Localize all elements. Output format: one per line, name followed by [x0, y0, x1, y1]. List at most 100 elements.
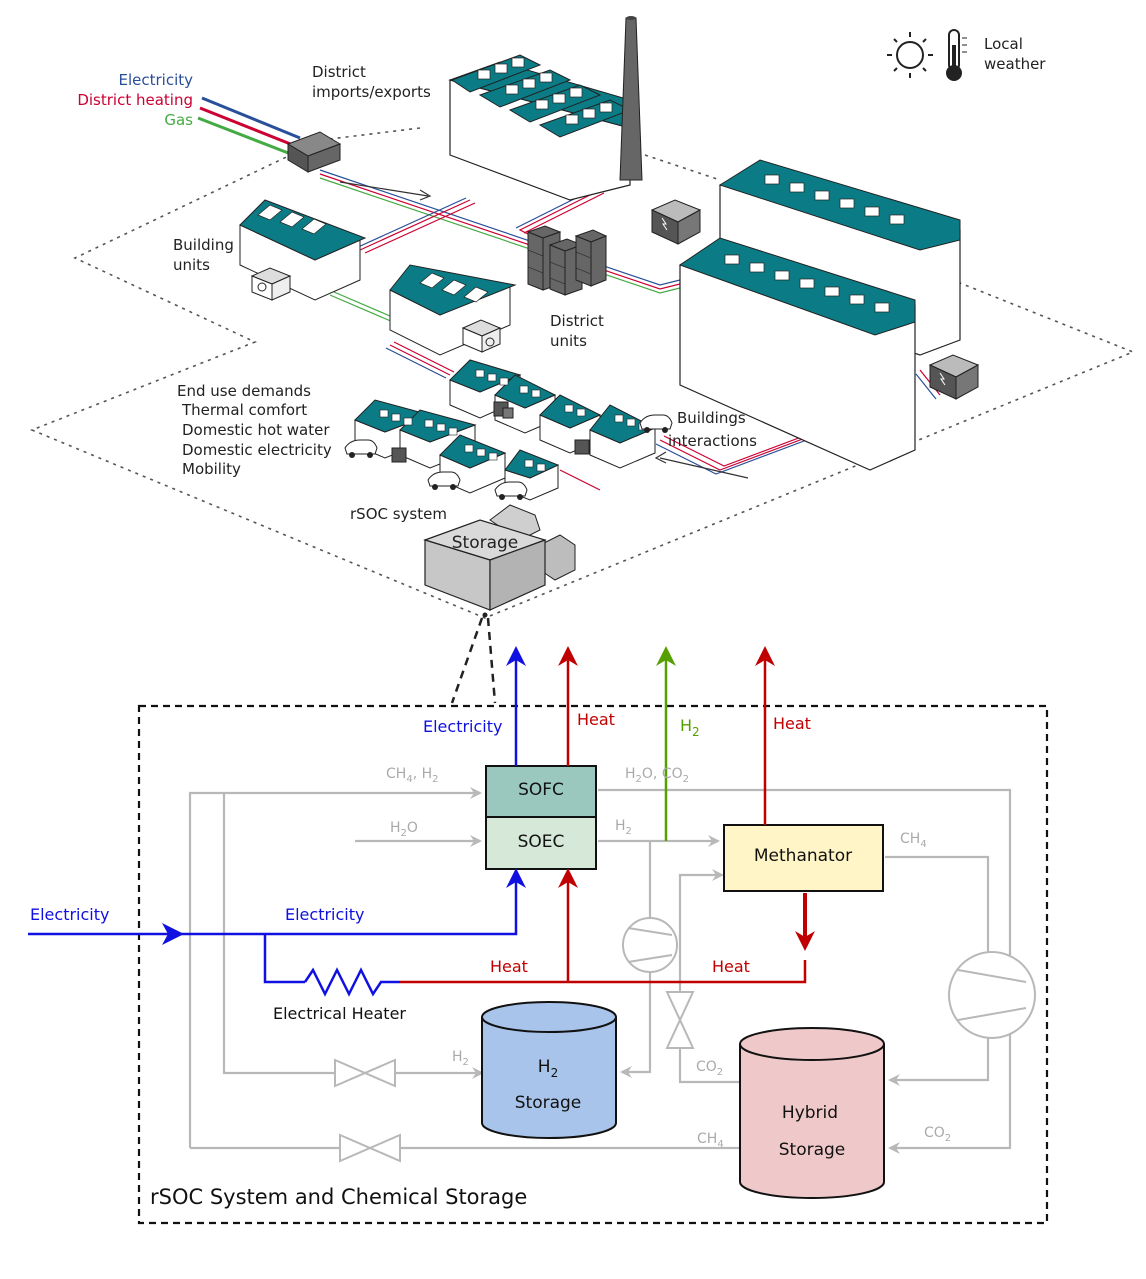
house-building-unit	[589, 404, 657, 469]
heat-pump-icon	[461, 319, 502, 353]
building-units-line2: units	[173, 256, 210, 274]
h2-storage-tank	[481, 1001, 617, 1139]
feed-lines	[197, 96, 301, 158]
output-h2-label: H2	[680, 716, 700, 739]
flow-co2-right: CO2	[924, 1125, 951, 1144]
soec-block	[485, 816, 597, 870]
svg-text:Local: Local	[984, 35, 1023, 53]
system-frame	[137, 704, 1049, 1225]
local-weather-line2: weather	[984, 55, 1046, 73]
methanator-label: Methanator	[754, 846, 852, 866]
sun-icon	[887, 32, 933, 78]
building-units-line1: Building	[173, 236, 234, 254]
svg-text:interactions: interactions	[668, 432, 757, 450]
soec-label: SOEC	[518, 832, 565, 852]
chimney-icon	[619, 16, 643, 181]
svg-text:Building: Building	[173, 236, 234, 254]
car-icon	[494, 481, 528, 500]
battery-icon	[650, 199, 702, 245]
buildings-interactions-line1: Buildings	[677, 409, 746, 427]
flow-arrows	[339, 181, 749, 479]
hybrid-storage-label-line1: Hybrid	[782, 1103, 838, 1123]
large-building-front	[678, 237, 916, 471]
battery-icon	[391, 401, 590, 463]
end-use-item: Domestic electricity	[182, 441, 332, 459]
flow-h2o-co2: H2O, CO2	[625, 766, 689, 785]
flow-ch4-out: CH4	[900, 831, 927, 850]
output-electricity-label: Electricity	[423, 717, 502, 736]
heat-pump-icon	[250, 267, 292, 301]
electricity-lines	[28, 646, 526, 984]
svg-text:Buildings: Buildings	[677, 409, 746, 427]
sofc-label: SOFC	[518, 780, 564, 800]
zoom-connector	[450, 617, 497, 704]
electrical-heater-label: Electrical Heater	[273, 1004, 406, 1023]
district-boundary	[29, 127, 1136, 619]
compressor-icon	[622, 917, 678, 973]
house-building-unit	[389, 264, 517, 356]
electricity-bus-label: Electricity	[285, 905, 364, 924]
thermometer-icon	[946, 29, 967, 81]
flow-ch4-bottom: CH4	[697, 1131, 724, 1150]
svg-text:District: District	[312, 63, 366, 81]
flow-h2-out: H2	[615, 818, 632, 837]
hybrid-storage-label-line2: Storage	[779, 1140, 846, 1160]
car-icon	[344, 439, 378, 458]
feed-gas-label: Gas	[164, 111, 193, 129]
end-use-item: Mobility	[182, 460, 241, 478]
output-heat-label-2: Heat	[773, 714, 811, 733]
car-icon	[427, 471, 461, 490]
end-use-title: End use demands	[177, 382, 311, 400]
feed-labels: Electricity District heating Gas	[77, 71, 193, 129]
storage-box-label: Storage	[452, 533, 519, 553]
electricity-in-label: Electricity	[30, 905, 109, 924]
grid-connection-box	[286, 131, 342, 173]
imports-exports-line1: District	[312, 63, 366, 81]
hybrid-storage-tank	[739, 1027, 885, 1199]
svg-text:units: units	[550, 332, 587, 350]
end-use-item: Thermal comfort	[181, 401, 307, 419]
heat-left-label: Heat	[490, 957, 528, 976]
svg-text:imports/exports: imports/exports	[312, 83, 431, 101]
valve-icon	[334, 1058, 396, 1088]
local-weather-line1: Local	[984, 35, 1023, 53]
car-icon	[639, 414, 673, 433]
flow-labels: CH4, H2 H2O H2O, CO2 H2 CH4 H2 CO2 CH4 C…	[386, 766, 951, 1150]
svg-text:District: District	[550, 312, 604, 330]
feed-heating-label: District heating	[77, 91, 193, 109]
output-heat-label-1: Heat	[577, 710, 615, 729]
buildings-interactions-line2: interactions	[668, 432, 757, 450]
end-use-item: Domestic hot water	[182, 421, 330, 439]
district-units-servers	[526, 225, 608, 296]
rsoc-system-label: rSOC system	[350, 505, 447, 523]
heat-right-label: Heat	[712, 957, 750, 976]
feed-electricity-label: Electricity	[118, 71, 193, 89]
battery-icon	[928, 354, 980, 400]
district-labels: District imports/exports Local weather B…	[173, 35, 1046, 523]
flow-h2-tank: H2	[452, 1049, 469, 1068]
h2-storage-label-line2: Storage	[515, 1093, 582, 1113]
zoom-point	[482, 612, 488, 618]
methanator-block	[723, 824, 884, 892]
storage-box-3d	[423, 504, 576, 611]
valve-icon	[339, 1133, 401, 1163]
residential-cluster	[354, 359, 657, 501]
rsoc-stack	[485, 765, 597, 870]
svg-text:units: units	[173, 256, 210, 274]
flow-ch4-h2: CH4, H2	[386, 766, 439, 785]
system-frame-title: rSOC System and Chemical Storage	[150, 1185, 527, 1209]
heat-lines	[400, 646, 807, 984]
svg-text:weather: weather	[984, 55, 1046, 73]
valve-icon	[665, 991, 695, 1049]
house-building-unit	[239, 199, 367, 301]
flow-co2-valve: CO2	[696, 1059, 723, 1078]
imports-exports-line2: imports/exports	[312, 83, 431, 101]
flow-h2o: H2O	[390, 820, 418, 839]
district-units-line1: District	[550, 312, 604, 330]
compressor-icon	[948, 951, 1036, 1039]
district-units-line2: units	[550, 332, 587, 350]
resistor-icon	[303, 967, 400, 997]
factory-building	[448, 54, 632, 201]
